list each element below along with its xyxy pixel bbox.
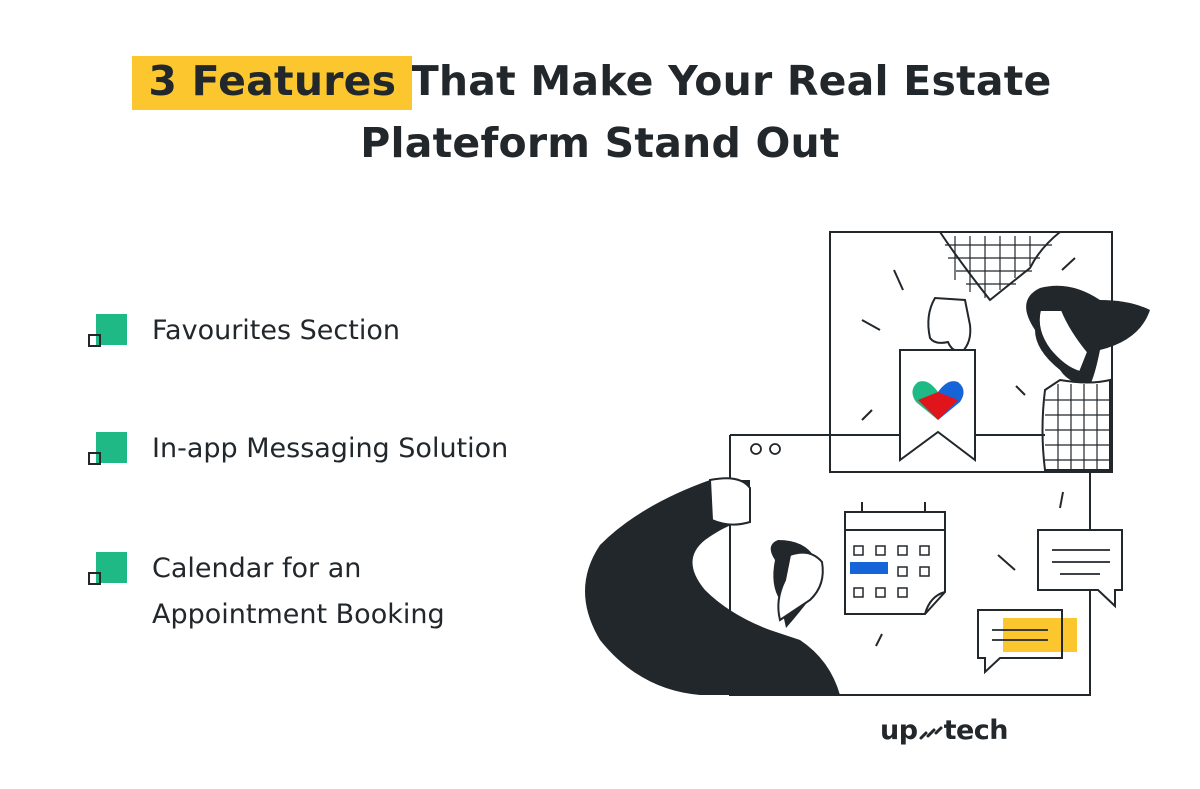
hand-icon [927, 296, 972, 354]
logo-left-text: up [880, 715, 918, 746]
title-line-2: Plateform Stand Out [360, 119, 840, 167]
dash-arrow-icon [919, 726, 943, 739]
feature-label: Favourites Section [152, 308, 400, 354]
feature-label-line: Calendar for an [152, 553, 362, 584]
logo: up tech [880, 715, 1009, 746]
arm-icon [585, 477, 840, 695]
feature-label-line: In-app Messaging Solution [152, 433, 509, 464]
bullet-icon [88, 552, 128, 592]
title-highlight-text: 3 Features [148, 57, 397, 105]
title-line-1: 3 Features That Make Your Real Estate [0, 50, 1200, 112]
calendar-icon [844, 502, 946, 615]
illustration [585, 231, 1150, 696]
feature-label: In-app Messaging Solution [152, 426, 508, 472]
title-line-1-text: That Make Your Real Estate [396, 57, 1052, 105]
title-highlight: 3 Features [132, 50, 413, 112]
chat-bubble-icon [977, 529, 1123, 675]
feature-label-line: Favourites Section [152, 315, 400, 346]
bullet-icon [88, 432, 128, 472]
highlight-background [132, 56, 413, 110]
logo-right-text: tech [943, 715, 1009, 746]
feature-label-line: Appointment Booking [152, 599, 445, 630]
bookmark-heart-icon [899, 349, 976, 463]
bullet-icon [88, 314, 128, 354]
person-icon [1026, 285, 1150, 471]
feature-label: Calendar for an Appointment Booking [152, 546, 445, 638]
page-title: 3 Features That Make Your Real Estate Pl… [0, 50, 1200, 174]
photo-frame [829, 231, 1150, 473]
